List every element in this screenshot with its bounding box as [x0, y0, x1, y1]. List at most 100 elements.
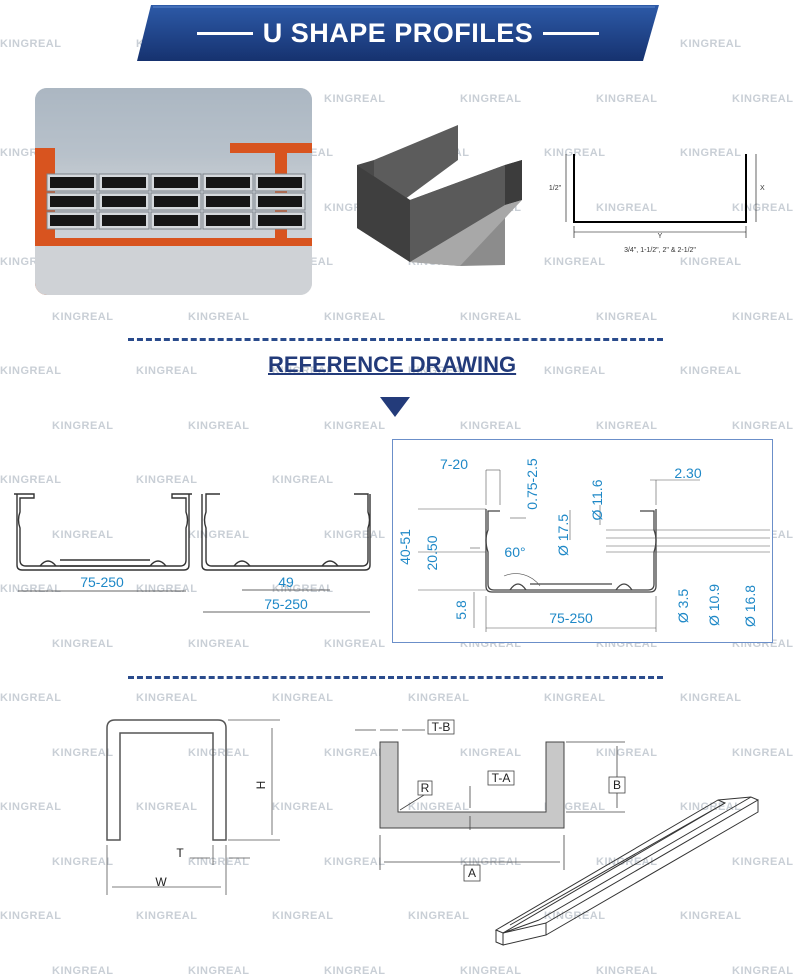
detail-panel: [392, 439, 773, 643]
watermark-text: KINGREAL: [52, 855, 114, 868]
watermark-text: KINGREAL: [188, 964, 250, 977]
watermark-text: KINGREAL: [52, 964, 114, 977]
schematic-x-label: X: [760, 185, 765, 192]
divider-bottom: [128, 676, 663, 679]
watermark-text: KINGREAL: [544, 147, 606, 159]
watermark-text: KINGREAL: [272, 474, 334, 486]
watermark-text: KINGREAL: [136, 474, 198, 486]
watermark-text: KINGREAL: [732, 92, 794, 105]
watermark-text: KINGREAL: [544, 910, 606, 922]
watermark-text: KINGREAL: [324, 310, 386, 323]
watermark-text: KINGREAL: [596, 419, 658, 432]
watermark-text: KINGREAL: [136, 801, 198, 813]
watermark-text: KINGREAL: [0, 38, 62, 50]
watermark-text: KINGREAL: [596, 92, 658, 105]
schematic-width-label: 3/4", 1-1/2", 2" & 2-1/2": [624, 247, 696, 254]
watermark-text: KINGREAL: [324, 419, 386, 432]
watermark-text: KINGREAL: [188, 746, 250, 759]
watermark-text: KINGREAL: [596, 855, 658, 868]
page-title: U SHAPE PROFILES: [262, 17, 534, 48]
watermark-text: KINGREAL: [188, 310, 250, 323]
down-arrow-icon: [380, 397, 410, 417]
banner-line-right: [543, 31, 600, 35]
banner-line-left: [196, 31, 253, 35]
watermark-text: KINGREAL: [0, 474, 62, 486]
watermark-text: KINGREAL: [408, 692, 470, 704]
watermark-text: KINGREAL: [0, 583, 62, 595]
watermark-text: KINGREAL: [732, 746, 794, 759]
watermark-text: KINGREAL: [732, 855, 794, 868]
watermark-text: KINGREAL: [680, 910, 742, 922]
watermark-text: KINGREAL: [408, 256, 470, 268]
watermark-text: KINGREAL: [544, 692, 606, 704]
watermark-text: KINGREAL: [680, 365, 742, 377]
profiles-photo: [35, 88, 312, 295]
watermark-text: KINGREAL: [732, 419, 794, 432]
schematic-y-label: Y: [658, 233, 663, 240]
watermark-text: KINGREAL: [324, 92, 386, 105]
watermark-text: KINGREAL: [460, 964, 522, 977]
dim-r-label: R: [421, 781, 430, 795]
watermark-text: KINGREAL: [460, 310, 522, 323]
dim-ta-label: T-A: [492, 771, 511, 785]
watermark-text: KINGREAL: [0, 801, 62, 813]
watermark-text: KINGREAL: [596, 964, 658, 977]
watermark-text: KINGREAL: [544, 365, 606, 377]
watermark-text: KINGREAL: [0, 910, 62, 922]
watermark-text: KINGREAL: [136, 692, 198, 704]
watermark-text: KINGREAL: [408, 801, 470, 813]
watermark-text: KINGREAL: [52, 637, 114, 650]
watermark-text: KINGREAL: [324, 201, 386, 214]
reference-title: REFERENCE DRAWING: [268, 352, 517, 377]
watermark-text: KINGREAL: [52, 528, 114, 541]
watermark-text: KINGREAL: [680, 801, 742, 813]
watermark-text: KINGREAL: [272, 910, 334, 922]
dim-b-label: B: [613, 778, 621, 792]
watermark-text: KINGREAL: [0, 692, 62, 704]
watermark-text: KINGREAL: [460, 419, 522, 432]
watermark-text: KINGREAL: [596, 310, 658, 323]
watermark-text: KINGREAL: [0, 365, 62, 377]
watermark-text: KINGREAL: [324, 637, 386, 650]
watermark-text: KINGREAL: [460, 746, 522, 759]
header-banner: U SHAPE PROFILES: [137, 5, 659, 61]
watermark-text: KINGREAL: [460, 855, 522, 868]
watermark-text: KINGREAL: [732, 964, 794, 977]
watermark-text: KINGREAL: [680, 147, 742, 159]
dim-h-label: H: [254, 781, 268, 790]
watermark-text: KINGREAL: [52, 310, 114, 323]
watermark-text: KINGREAL: [324, 855, 386, 868]
dim-t-label: T: [176, 846, 184, 860]
watermark-text: KINGREAL: [680, 38, 742, 50]
watermark-text: KINGREAL: [596, 746, 658, 759]
watermark-text: KINGREAL: [188, 528, 250, 541]
watermark-text: KINGREAL: [324, 746, 386, 759]
watermark-text: KINGREAL: [460, 201, 522, 214]
watermark-text: KINGREAL: [324, 964, 386, 977]
middle-inner-label: 49: [278, 574, 294, 590]
middle-width-label: 75-250: [264, 596, 308, 612]
watermark-text: KINGREAL: [544, 256, 606, 268]
divider-top: [128, 338, 663, 341]
dim-w-label: W: [155, 875, 167, 889]
schematic-height-label: 1/2": [549, 185, 562, 192]
watermark-text: KINGREAL: [272, 583, 334, 595]
watermark-text: KINGREAL: [680, 256, 742, 268]
watermark-text: KINGREAL: [136, 910, 198, 922]
watermark-text: KINGREAL: [272, 692, 334, 704]
watermark-text: KINGREAL: [272, 801, 334, 813]
watermark-text: KINGREAL: [52, 746, 114, 759]
watermark-text: KINGREAL: [188, 419, 250, 432]
watermark-text: KINGREAL: [136, 583, 198, 595]
watermark-text: KINGREAL: [52, 419, 114, 432]
watermark-text: KINGREAL: [596, 201, 658, 214]
left-width-label: 75-250: [80, 574, 124, 590]
watermark-text: KINGREAL: [324, 528, 386, 541]
watermark-text: KINGREAL: [136, 365, 198, 377]
watermark-text: KINGREAL: [408, 147, 470, 159]
dim-a-label: A: [468, 866, 476, 880]
watermark-text: KINGREAL: [408, 910, 470, 922]
banner-shape: [137, 5, 659, 61]
dim-tb-label: T-B: [432, 720, 451, 734]
watermark-text: KINGREAL: [680, 692, 742, 704]
